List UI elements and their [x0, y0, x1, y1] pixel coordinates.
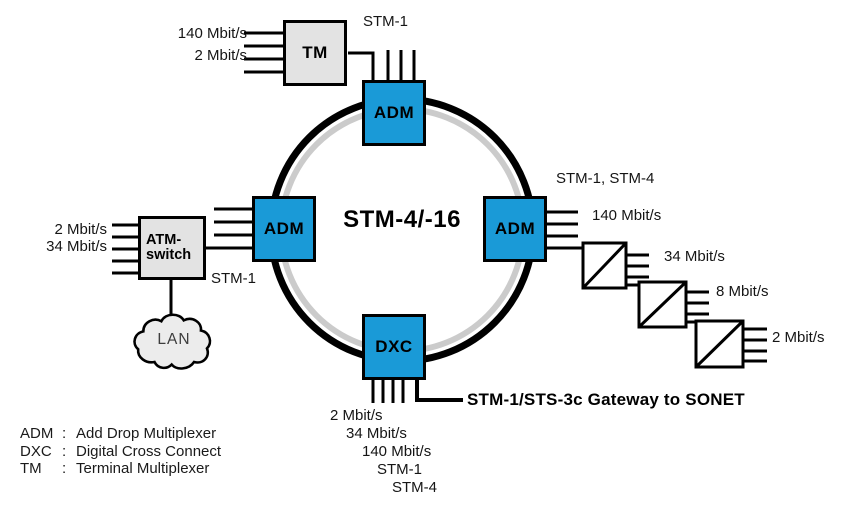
atm-input-lines	[112, 223, 139, 275]
lan-cloud-label: LAN	[157, 331, 191, 348]
adm-top-node-label: ADM	[373, 103, 415, 122]
dxc-output-label-5: STM-4	[392, 479, 437, 496]
legend-row-adm: ADM : Add Drop Multiplexer	[20, 425, 221, 443]
adm-top-node: ADM	[362, 80, 426, 146]
legend-colon: :	[62, 442, 67, 460]
dxc-output-label-1: 2 Mbit/s	[330, 407, 383, 424]
atm-output-label: STM-1	[211, 270, 256, 287]
legend-definition: Terminal Multiplexer	[76, 460, 210, 477]
tm-node-label: TM	[302, 43, 328, 62]
tm-output-label: STM-1	[363, 13, 408, 30]
tm-input-rate-2-label: 2 Mbit/s	[194, 47, 247, 64]
tm-input-rate-1-label: 140 Mbit/s	[177, 25, 247, 42]
tm-adm-link-line	[348, 51, 375, 81]
mux1-diagonal-icon	[581, 241, 628, 290]
mux-cascade	[581, 241, 767, 369]
dxc-output-label-4: STM-1	[377, 461, 422, 478]
legend-abbr: ADM	[20, 425, 54, 442]
adm-top-tributary-lines	[386, 50, 416, 81]
adm-left-tributary-lines	[214, 207, 253, 237]
mux2-rate-label: 8 Mbit/s	[716, 283, 769, 300]
adm-left-node: ADM	[252, 196, 316, 262]
adm-left-node-label: ADM	[263, 219, 305, 238]
mux3-output-lines	[743, 327, 767, 363]
atm-input-rate-2-label: 34 Mbit/s	[46, 238, 107, 255]
legend-definition: Digital Cross Connect	[76, 442, 222, 460]
dxc-node-label: DXC	[375, 337, 413, 356]
mux3-diagonal-icon	[694, 319, 745, 369]
atm-switch-node: ATM- switch	[138, 216, 206, 280]
legend-colon: :	[62, 460, 67, 477]
adm-right-node: ADM	[483, 196, 547, 262]
adm-right-tributary-lines	[545, 210, 578, 238]
legend-abbr: TM	[20, 460, 42, 477]
dxc-output-label-3: 140 Mbit/s	[362, 443, 432, 460]
dxc-output-lines	[371, 379, 405, 403]
dxc-output-label-2: 34 Mbit/s	[346, 425, 407, 442]
ring-capacity-label: STM-4/-16	[343, 206, 461, 233]
adm-right-tributaries-label: STM-1, STM-4	[556, 170, 655, 187]
tm-input-lines	[244, 31, 284, 74]
legend-definition: Add Drop Multiplexer	[76, 425, 217, 442]
dxc-node: DXC	[362, 314, 426, 380]
atm-switch-label-line2: switch	[146, 247, 192, 263]
legend: ADM : Add Drop Multiplexer DXC : Digital…	[20, 425, 221, 478]
mux2-output-lines	[686, 290, 709, 316]
mux3-rate-label: 2 Mbit/s	[772, 329, 825, 346]
legend-abbr: DXC	[20, 442, 52, 460]
mux1-rate-label: 34 Mbit/s	[664, 248, 725, 265]
legend-colon: :	[62, 425, 67, 442]
adm-right-node-label: ADM	[494, 219, 536, 238]
dxc-gateway-link-line	[415, 379, 463, 402]
mux1-output-lines	[626, 253, 649, 279]
legend-row-dxc: DXC : Digital Cross Connect	[20, 443, 221, 461]
adm-right-rate-label: 140 Mbit/s	[592, 207, 662, 224]
tm-node: TM	[283, 20, 347, 86]
legend-row-tm: TM : Terminal Multiplexer	[20, 460, 221, 478]
gateway-label: STM-1/STS-3c Gateway to SONET	[467, 390, 745, 409]
mux2-diagonal-icon	[637, 280, 688, 329]
lan-cloud	[133, 313, 212, 370]
atm-input-rate-1-label: 2 Mbit/s	[54, 221, 107, 238]
atm-switch-label-line1: ATM-	[146, 232, 182, 248]
